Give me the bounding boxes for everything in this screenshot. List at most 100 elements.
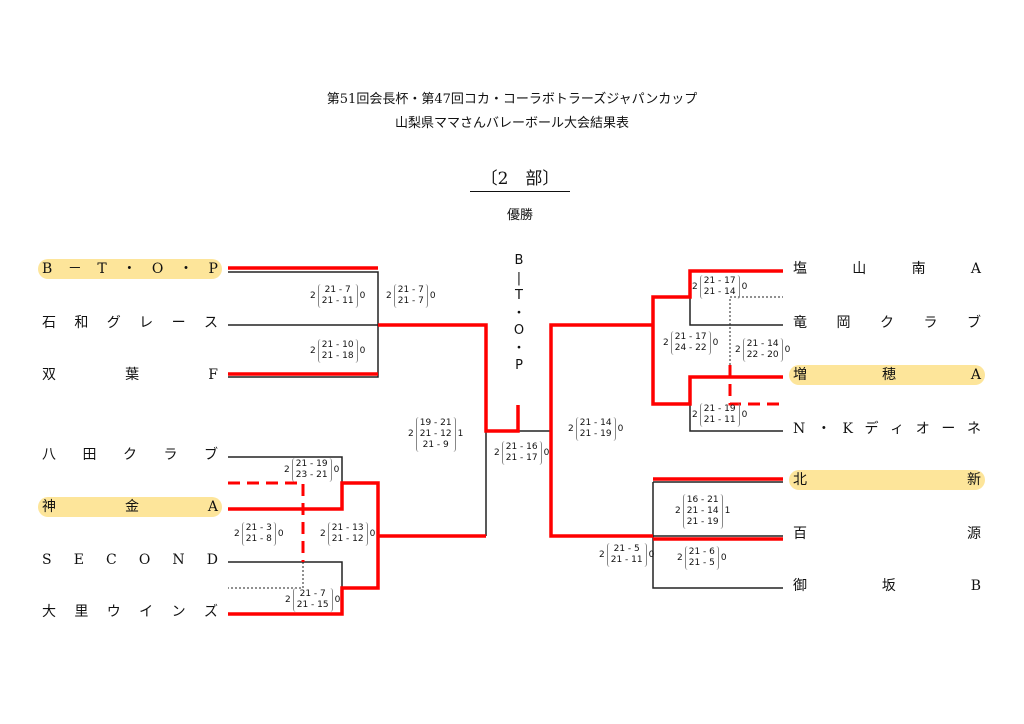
team-name-char: F <box>208 367 218 383</box>
loser-sets: 1 <box>457 429 464 439</box>
team-name-char: 大 <box>42 604 56 620</box>
loser-sets: 0 <box>720 552 727 563</box>
set-score: 23 - 21 <box>295 470 328 480</box>
team-name-char: 塩 <box>793 261 807 277</box>
set-score: 21 - 19 <box>579 429 612 439</box>
team-name-char: ・ <box>178 261 193 277</box>
set-score: 21 - 19 <box>686 517 719 527</box>
set-score: 21 - 12 <box>419 429 452 439</box>
loser-sets: 0 <box>648 549 655 560</box>
team-name-char: 里 <box>74 604 89 620</box>
left-team-1: 石和グレース <box>42 313 218 333</box>
loser-sets: 0 <box>334 594 341 605</box>
team-name-char: デ <box>864 421 879 437</box>
winner-sets: 2 <box>568 423 574 434</box>
set-score: 21 - 14 <box>686 506 719 516</box>
team-name-char: O <box>151 261 164 277</box>
loser-sets: 1 <box>724 506 731 516</box>
team-name-char: 坂 <box>881 578 896 594</box>
winner-sets: 2 <box>692 281 698 292</box>
disqualified-path <box>228 365 783 562</box>
team-name-char: － <box>67 261 82 277</box>
team-name-char: ・ <box>122 261 137 277</box>
team-name-char: 葉 <box>125 367 140 383</box>
winner-sets: 2 <box>285 594 291 605</box>
set-score: 21 - 5 <box>688 558 715 568</box>
loser-sets: 0 <box>741 409 748 420</box>
team-name-char: 岡 <box>836 315 851 331</box>
team-name-char: 和 <box>74 315 89 331</box>
team-name-char: 源 <box>967 526 981 542</box>
team-name-char: ク <box>880 315 894 331</box>
champion-name-vertical: B|T・O・P <box>512 252 526 375</box>
team-name-char: P <box>208 261 218 277</box>
loser-sets: 0 <box>617 423 624 434</box>
team-name-char: ク <box>123 447 137 463</box>
team-name-char: ウ <box>106 604 121 620</box>
dotted-path <box>228 296 783 589</box>
loser-sets: 0 <box>429 290 436 301</box>
loser-sets: 0 <box>712 337 719 348</box>
champion-char: ・ <box>512 305 526 321</box>
winner-sets: 2 <box>408 429 414 439</box>
team-name-char: B <box>970 578 981 594</box>
champion-char: P <box>515 358 523 373</box>
team-name-char: A <box>970 367 981 383</box>
title-line-1: 第51回会長杯・第47回コカ・コーラボトラーズジャパンカップ <box>326 92 698 107</box>
set-score: 21 - 14 <box>746 339 779 349</box>
team-name-char: A <box>207 499 218 515</box>
team-name-char: 増 <box>793 367 807 383</box>
set-score: 22 - 20 <box>746 350 779 360</box>
set-score: 21 - 19 <box>703 404 736 414</box>
winner-sets: 2 <box>599 549 605 560</box>
set-score: 21 - 8 <box>245 534 272 544</box>
division-heading: 〔2 部〕 <box>470 164 570 192</box>
team-name-char: 八 <box>42 447 56 463</box>
loser-sets: 0 <box>369 528 376 539</box>
title-line-2: 山梨県ママさんバレーボール大会結果表 <box>394 116 629 131</box>
set-score: 21 - 11 <box>703 415 736 425</box>
set-score: 21 - 3 <box>245 523 272 533</box>
left-team-3: 八田クラブ <box>42 445 218 465</box>
loser-sets: 0 <box>784 344 791 355</box>
team-name-char: レ <box>139 315 154 331</box>
set-score: 21 - 13 <box>331 523 364 533</box>
left-team-0: B－T・O・P <box>38 259 222 279</box>
winner-sets: 2 <box>663 337 669 348</box>
champion-char: | <box>516 270 522 286</box>
set-score: 21 - 11 <box>610 555 643 565</box>
team-name-char: 御 <box>793 578 807 594</box>
team-name-char: N <box>793 421 806 437</box>
champion-char: O <box>513 323 525 338</box>
set-score: 21 - 11 <box>321 296 354 306</box>
team-name-char: ネ <box>966 421 981 437</box>
team-name-char: N <box>172 552 185 568</box>
team-name-char: 石 <box>42 315 56 331</box>
set-score: 21 - 12 <box>331 534 364 544</box>
champion-char: ・ <box>512 340 526 356</box>
set-score: 21 - 7 <box>397 296 424 306</box>
winner-sets: 2 <box>677 552 683 563</box>
team-name-char: ス <box>203 315 218 331</box>
set-score: 21 - 9 <box>422 440 449 450</box>
left-team-6: 大里ウインズ <box>42 602 218 622</box>
team-name-char: D <box>206 552 218 568</box>
